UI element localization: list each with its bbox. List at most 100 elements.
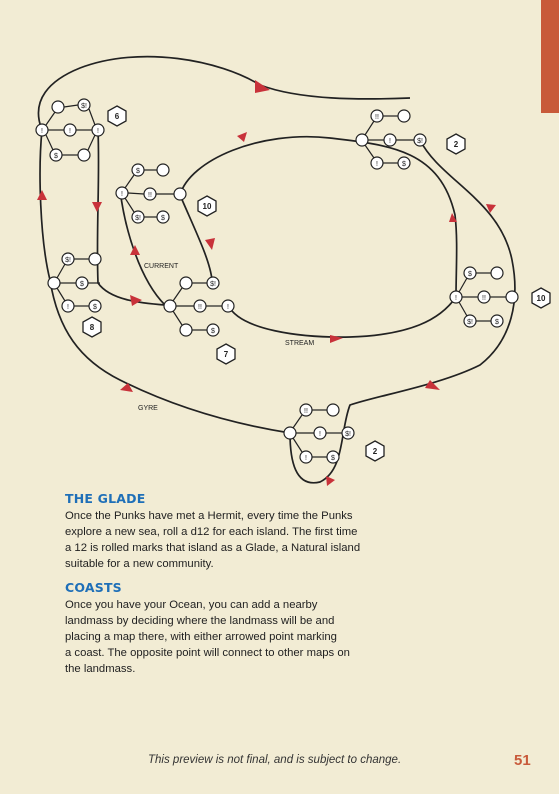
node-symbol: $ <box>93 304 97 311</box>
die-value: 10 <box>537 294 546 303</box>
inner-loop-top <box>179 135 458 298</box>
node-symbol: ! <box>389 138 391 145</box>
glade-section: THE GLADE Once the Punks have met a Herm… <box>65 491 445 572</box>
arrow <box>237 132 247 142</box>
node-link <box>45 111 56 126</box>
current-arrows <box>37 80 496 486</box>
node-symbol: $ <box>161 215 165 222</box>
coasts-body: Once you have your Ocean, you can add a … <box>65 597 445 677</box>
die-icon <box>197 195 217 217</box>
glade-heading: THE GLADE <box>65 491 146 506</box>
arrow <box>130 245 140 255</box>
arrow <box>130 295 142 306</box>
dice-values: 6 10 2 10 8 7 2 <box>90 112 546 456</box>
preview-disclaimer: This preview is not final, and is subjec… <box>148 754 402 766</box>
die-icon <box>107 105 127 127</box>
node-symbol: $! <box>210 281 216 288</box>
node-symbol: ! <box>376 161 378 168</box>
island-node <box>179 276 193 290</box>
arrow <box>330 335 343 343</box>
node-symbol: ! <box>67 304 69 311</box>
node-symbol: ! <box>97 128 99 135</box>
island-node <box>173 187 187 201</box>
body-line: explore a new sea, roll a d12 for each i… <box>65 526 358 538</box>
inner-left <box>179 194 213 281</box>
node-symbol: $ <box>136 168 140 175</box>
node-symbol: !! <box>304 408 308 415</box>
arrow <box>486 204 496 213</box>
island-node <box>326 403 340 417</box>
node-symbol: $! <box>467 319 473 326</box>
current-lines <box>37 55 516 484</box>
die-value: 7 <box>224 350 229 359</box>
island-top-left <box>35 98 105 162</box>
island-node <box>490 266 504 280</box>
outer-loop-left <box>39 129 291 434</box>
node-link <box>88 108 96 126</box>
island-middle-left <box>47 252 102 313</box>
arrow <box>120 383 133 392</box>
node-link <box>292 414 303 429</box>
node-symbol: $! <box>65 257 71 264</box>
node-symbol: $ <box>468 271 472 278</box>
node-link <box>127 192 145 195</box>
node-link <box>124 197 135 213</box>
node-link <box>56 287 66 302</box>
node-link <box>124 174 135 189</box>
current-label: CURRENT <box>144 263 179 270</box>
arrow <box>255 80 270 93</box>
die-value: 2 <box>373 447 378 456</box>
node-symbol: ! <box>319 431 321 438</box>
island-node <box>355 133 369 147</box>
node-link <box>172 287 183 302</box>
stream <box>227 296 457 338</box>
body-line: placing a map there, with either arrowed… <box>65 631 337 643</box>
coasts-section: COASTS Once you have your Ocean, you can… <box>65 580 445 677</box>
node-symbol: !! <box>482 295 486 302</box>
island-top-right <box>355 109 427 170</box>
body-line: a 12 is rolled marks that island as a Gl… <box>65 542 361 554</box>
node-symbol: $! <box>345 431 351 438</box>
node-symbol: ! <box>455 295 457 302</box>
node-symbol: $ <box>331 455 335 462</box>
body-line: a coast. The opposite point will connect… <box>65 647 350 659</box>
arrow <box>92 202 102 212</box>
arrow <box>326 476 335 486</box>
die-icon <box>446 133 466 155</box>
node-symbol: ! <box>69 128 71 135</box>
body-line: suitable for a new community. <box>65 558 214 570</box>
node-link <box>364 144 375 159</box>
island-node <box>77 148 91 162</box>
body-line: Once the Punks have met a Hermit, every … <box>65 510 353 522</box>
node-symbol: $! <box>135 215 141 222</box>
node-symbol: !! <box>198 304 202 311</box>
node-symbol: !! <box>375 114 379 121</box>
dice-badges <box>82 105 551 462</box>
current-line <box>119 189 166 306</box>
node-symbol: $ <box>54 153 58 160</box>
node-link <box>292 437 303 453</box>
node-link <box>56 263 66 279</box>
node-symbol: $ <box>495 319 499 326</box>
arrow <box>37 190 47 200</box>
node-symbol: ! <box>227 304 229 311</box>
arrow <box>449 213 457 222</box>
island-node <box>47 276 61 290</box>
node-symbol: $ <box>402 161 406 168</box>
node-symbol: ! <box>305 455 307 462</box>
island-node <box>88 252 102 266</box>
island-middle-center <box>163 276 235 337</box>
glade-body: Once the Punks have met a Hermit, every … <box>65 508 445 572</box>
die-value: 2 <box>454 140 459 149</box>
die-value: 8 <box>90 323 95 332</box>
node-symbol: $ <box>211 328 215 335</box>
island-node <box>179 323 193 337</box>
body-line: Once you have your Ocean, you can add a … <box>65 599 318 611</box>
node-link <box>458 301 468 317</box>
node-symbol: ! <box>41 128 43 135</box>
arrow <box>425 380 440 390</box>
node-symbol: ! <box>121 191 123 198</box>
body-line: the landmass. <box>65 663 136 675</box>
node-link <box>63 104 79 108</box>
arrow <box>205 238 215 250</box>
